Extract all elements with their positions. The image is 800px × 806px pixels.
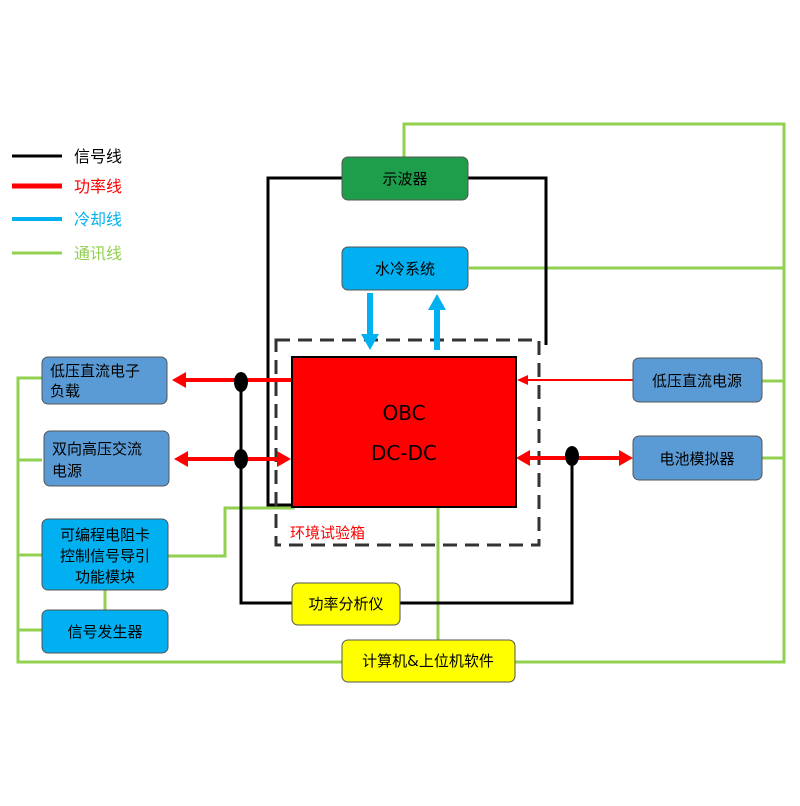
signal-lines xyxy=(239,176,574,605)
signal-generator-label: 信号发生器 xyxy=(67,623,142,641)
obc-dcdc-block: OBC DC-DC xyxy=(291,356,517,508)
prog-resistor-node: 可编程电阻卡 控制信号导引 功能模块 xyxy=(41,518,169,591)
lv-dc-load-node: 低压直流电子 负载 xyxy=(41,356,168,405)
legend-comm-label: 通讯线 xyxy=(74,244,122,263)
junction-dots xyxy=(234,372,579,469)
bidir-hv-ac-label-2: 电源 xyxy=(52,462,82,480)
legend-signal-label: 信号线 xyxy=(74,147,122,166)
computer-node: 计算机&上位机软件 xyxy=(341,639,516,683)
obc-label: OBC xyxy=(382,401,425,425)
lv-dc-source-node: 低压直流电源 xyxy=(632,357,763,403)
dcdc-label: DC-DC xyxy=(371,441,437,465)
power-analyzer-node: 功率分析仪 xyxy=(291,582,401,626)
lv-dc-load-label-2: 负载 xyxy=(50,382,80,400)
lv-dc-load-label-1: 低压直流电子 xyxy=(50,362,140,380)
computer-label: 计算机&上位机软件 xyxy=(362,652,494,670)
prog-resistor-label-3: 功能模块 xyxy=(75,568,135,586)
bidir-hv-ac-label-1: 双向高压交流 xyxy=(52,440,142,458)
legend: 信号线 功率线 冷却线 通讯线 xyxy=(12,147,122,263)
env-chamber-box xyxy=(274,338,541,547)
signal-generator-node: 信号发生器 xyxy=(41,609,169,654)
lv-dc-source-label: 低压直流电源 xyxy=(652,372,742,390)
battery-simulator-node: 电池模拟器 xyxy=(632,435,763,481)
legend-cooling-label: 冷却线 xyxy=(74,210,122,229)
legend-power-label: 功率线 xyxy=(74,177,122,196)
bidir-hv-ac-node: 双向高压交流 电源 xyxy=(43,430,170,487)
water-cooling-node: 水冷系统 xyxy=(341,246,469,291)
cooling-arrows xyxy=(361,293,446,350)
water-cooling-label: 水冷系统 xyxy=(375,260,435,278)
prog-resistor-label-2: 控制信号导引 xyxy=(60,547,150,565)
env-chamber-label: 环境试验箱 xyxy=(290,524,365,542)
oscilloscope-label: 示波器 xyxy=(382,170,427,188)
oscilloscope-node: 示波器 xyxy=(341,156,469,201)
prog-resistor-label-1: 可编程电阻卡 xyxy=(60,526,150,544)
battery-simulator-label: 电池模拟器 xyxy=(659,450,734,468)
power-analyzer-label: 功率分析仪 xyxy=(308,595,383,613)
